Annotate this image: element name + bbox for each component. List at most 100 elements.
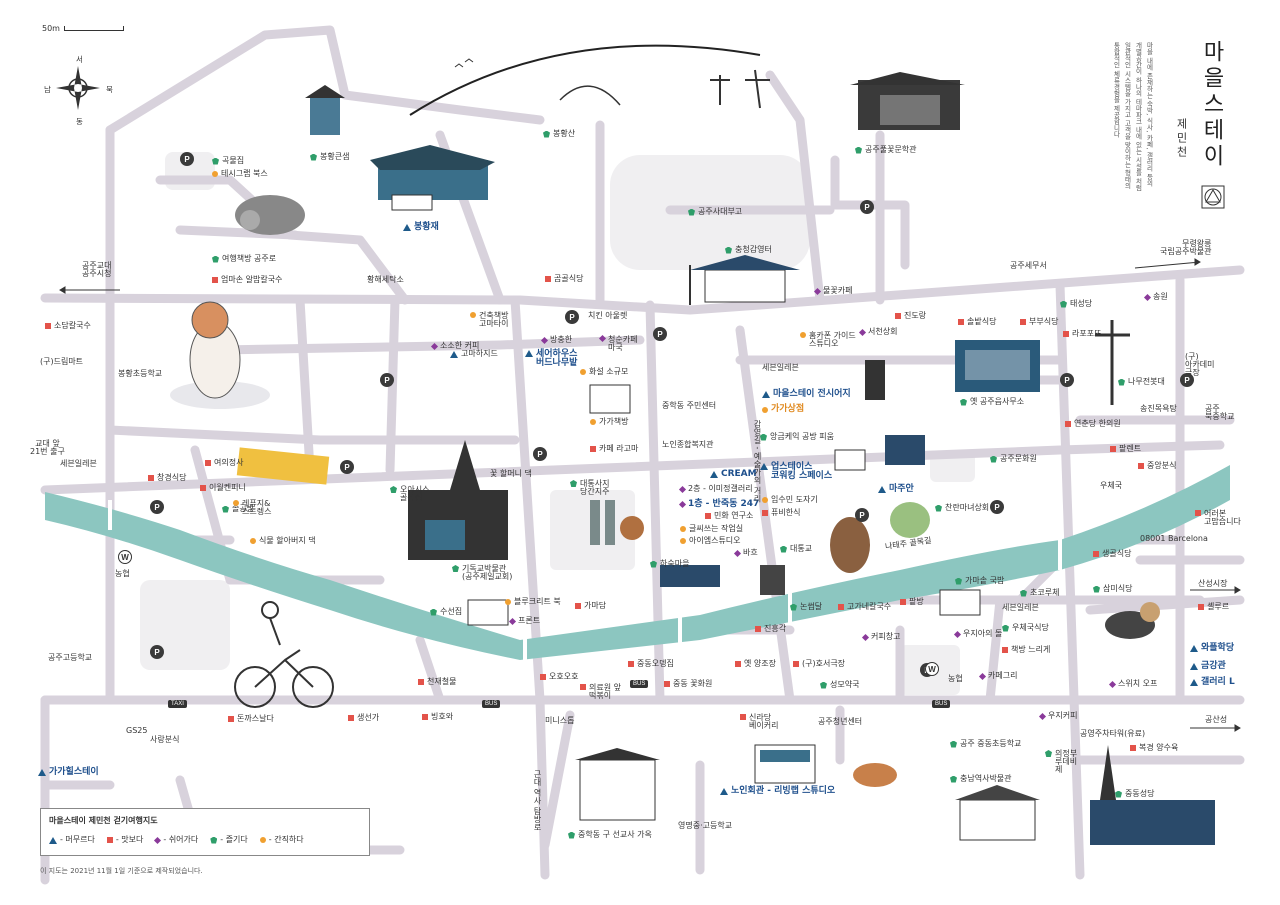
- place-p43[interactable]: 카페 라고마: [590, 445, 638, 453]
- place-p48[interactable]: 팥렌트: [1110, 445, 1141, 453]
- place-p37[interactable]: 마을스테이 전시어지: [762, 390, 851, 399]
- place-p59[interactable]: 우체국: [1100, 482, 1122, 490]
- place-p52[interactable]: 창경식당: [148, 474, 186, 482]
- place-p44[interactable]: 노인종합복지관: [662, 441, 714, 449]
- place-p28[interactable]: (구)드림마트: [40, 358, 83, 366]
- place-p65[interactable]: 바흐: [733, 549, 758, 557]
- place-p116[interactable]: GS25: [126, 727, 147, 735]
- place-p124[interactable]: 복경 양수육: [1130, 744, 1178, 752]
- place-p29[interactable]: 봉황초등학교: [118, 370, 162, 378]
- place-p92[interactable]: 고가네칼국수: [838, 603, 891, 611]
- place-p130[interactable]: 영명중·고등학교: [678, 822, 732, 830]
- place-p21[interactable]: 청순카페 마국: [598, 334, 637, 352]
- place-p97[interactable]: 진흥각: [755, 625, 786, 633]
- place-p126[interactable]: 충남역사박물관: [950, 775, 1012, 783]
- place-p72[interactable]: 솔공방: [222, 505, 254, 513]
- place-p119[interactable]: 신라당 베이커리: [740, 714, 778, 730]
- place-p91[interactable]: 논썹달: [790, 603, 822, 611]
- place-p20[interactable]: 방충한: [540, 336, 572, 344]
- place-p128[interactable]: 노인회관 - 리빙랩 스튜디오: [720, 787, 835, 796]
- place-p86[interactable]: 셸루르: [1198, 603, 1229, 611]
- place-p25[interactable]: 태성당: [1060, 300, 1092, 308]
- place-p106[interactable]: 금강관: [1190, 662, 1226, 671]
- place-p83[interactable]: 초코루체: [1020, 589, 1059, 597]
- place-p95[interactable]: 책방 느리게: [1002, 646, 1050, 654]
- place-p50[interactable]: 이월켄피니: [200, 484, 246, 492]
- place-p26[interactable]: 송원: [1143, 293, 1168, 301]
- place-p100[interactable]: 옛 양조장: [735, 660, 776, 668]
- place-p75[interactable]: 대통교: [780, 545, 812, 553]
- place-p36[interactable]: 세븐일레븐: [762, 364, 799, 372]
- place-p57[interactable]: 업스테이스 코워킹 스페이스: [760, 463, 832, 481]
- place-p120[interactable]: 공주청년센터: [818, 718, 862, 726]
- place-p2[interactable]: 테시그랩 북스: [212, 170, 268, 178]
- place-p79[interactable]: 생골식당: [1093, 550, 1131, 558]
- place-p3[interactable]: 봉황산: [543, 130, 575, 138]
- place-p98[interactable]: 커피창고: [861, 633, 900, 641]
- place-p32[interactable]: 가가책방: [590, 418, 628, 426]
- place-p60[interactable]: 2층 - 이미정갤러리: [678, 485, 753, 493]
- place-p103[interactable]: 카페그리: [978, 672, 1017, 680]
- place-p105[interactable]: 와플학당: [1190, 644, 1234, 653]
- place-p47[interactable]: 송진목욕탕: [1140, 405, 1177, 413]
- place-p62[interactable]: 민화 연구소: [705, 512, 753, 520]
- place-p10[interactable]: 엄마손 알밥칼국수: [212, 276, 282, 284]
- place-p24[interactable]: 부부식당: [1020, 318, 1058, 326]
- place-p19[interactable]: 치킨 아울렛: [588, 312, 627, 320]
- place-p33[interactable]: 중학동 주민센터: [662, 402, 716, 410]
- place-p107[interactable]: 갤러리 L: [1190, 678, 1235, 687]
- place-p15[interactable]: 소담칼국수: [45, 322, 91, 330]
- place-p84[interactable]: 세븐일레븐: [1002, 604, 1039, 612]
- place-p123[interactable]: 공영주차타워(유료): [1080, 730, 1145, 738]
- place-p112[interactable]: 성모약국: [820, 681, 859, 689]
- place-p78[interactable]: 기독교박물관 (공주제일교회): [452, 565, 512, 581]
- place-p17[interactable]: 건축책방 고마타이: [470, 312, 508, 328]
- place-p14[interactable]: 공주세무서: [1010, 262, 1047, 270]
- place-p66[interactable]: 임수민 도자기: [762, 496, 818, 504]
- place-p63[interactable]: 글씨쓰는 작업실: [680, 525, 743, 533]
- place-p40[interactable]: 나무전봇대: [1118, 378, 1165, 386]
- place-p68[interactable]: 마주안: [878, 485, 914, 494]
- place-p16[interactable]: 소소한 커피: [430, 342, 479, 350]
- place-p54[interactable]: 세븐일레븐: [60, 460, 97, 468]
- place-p93[interactable]: 팥방: [900, 598, 924, 606]
- place-p13[interactable]: 물꽃카페: [813, 287, 852, 295]
- place-p5[interactable]: 공주풀꽃문학관: [855, 146, 917, 154]
- place-p113[interactable]: 돈까스날다: [228, 715, 274, 723]
- place-p41[interactable]: (구) 아카데미 극장: [1185, 353, 1214, 377]
- place-p27[interactable]: 라포포뜨: [1063, 330, 1101, 338]
- place-p115[interactable]: 빙호와: [422, 713, 453, 721]
- place-p45[interactable]: 앙금케익 공방 피움: [760, 433, 834, 441]
- place-p121[interactable]: 공주 중동초등학교: [950, 740, 1021, 748]
- place-p34[interactable]: 홈카폰 가이드 스튜디오: [800, 332, 856, 348]
- place-p101[interactable]: (구)호서극장: [793, 660, 845, 668]
- place-p1[interactable]: 곡물집: [212, 157, 244, 165]
- place-p77[interactable]: 농협: [115, 570, 130, 578]
- place-p11[interactable]: 황해세탁소: [367, 276, 404, 284]
- place-p71[interactable]: 08001 Barcelona: [1140, 535, 1208, 543]
- place-p109[interactable]: 오호오호: [540, 673, 578, 681]
- place-p118[interactable]: 미니스톱: [545, 717, 574, 725]
- place-p96[interactable]: 공주고등학교: [48, 654, 92, 662]
- place-p89[interactable]: 프론트: [508, 617, 540, 625]
- place-p114[interactable]: 생선가: [348, 714, 379, 722]
- place-p108[interactable]: 천재철물: [418, 678, 456, 686]
- place-p12[interactable]: 곰골식당: [545, 275, 583, 283]
- place-p88[interactable]: 블루크리트 북: [505, 598, 561, 606]
- place-p35[interactable]: 서천상회: [858, 328, 897, 336]
- place-p90[interactable]: 가마담: [575, 602, 606, 610]
- place-p18[interactable]: 고마하지드: [450, 350, 498, 358]
- place-p46[interactable]: 연춘당 한의원: [1065, 420, 1121, 428]
- place-p67[interactable]: 퓨비한식: [762, 509, 800, 517]
- place-p61[interactable]: 1층 - 반죽동 247: [678, 500, 759, 509]
- place-p82[interactable]: 가마솥 국밥: [955, 577, 1004, 585]
- place-p38[interactable]: 가가상점: [762, 405, 804, 414]
- place-p8[interactable]: 충청감영터: [725, 246, 772, 254]
- place-p74[interactable]: 식물 할아버지 댁: [250, 537, 316, 545]
- place-p9[interactable]: 여행책방 공주로: [212, 255, 276, 263]
- place-p6[interactable]: 봉황재: [403, 223, 439, 232]
- place-p49[interactable]: 중앙분식: [1138, 462, 1176, 470]
- place-p30[interactable]: 세어하우스 버드나무밭: [525, 350, 577, 368]
- place-p51[interactable]: 여의정사: [205, 459, 243, 467]
- place-p87[interactable]: 수선집: [430, 608, 462, 616]
